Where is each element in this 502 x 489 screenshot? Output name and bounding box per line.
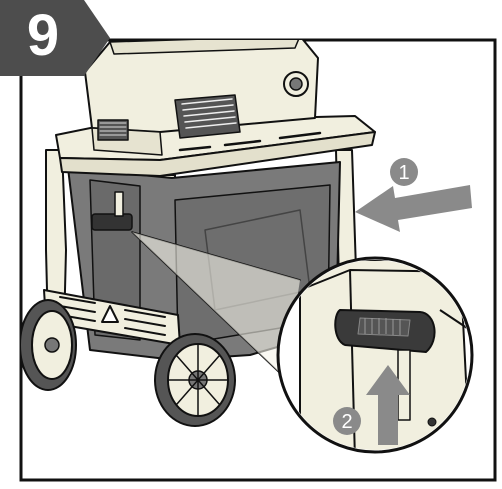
callout-2-label: 2 xyxy=(341,411,352,433)
callout-2: 2 xyxy=(333,407,361,435)
wheel-left xyxy=(20,300,76,390)
callout-1: 1 xyxy=(390,158,418,186)
wheel-right xyxy=(155,334,235,426)
step-number: 9 xyxy=(14,4,72,68)
rotary-knob-icon xyxy=(284,72,308,96)
callout-1-label: 1 xyxy=(398,162,409,184)
